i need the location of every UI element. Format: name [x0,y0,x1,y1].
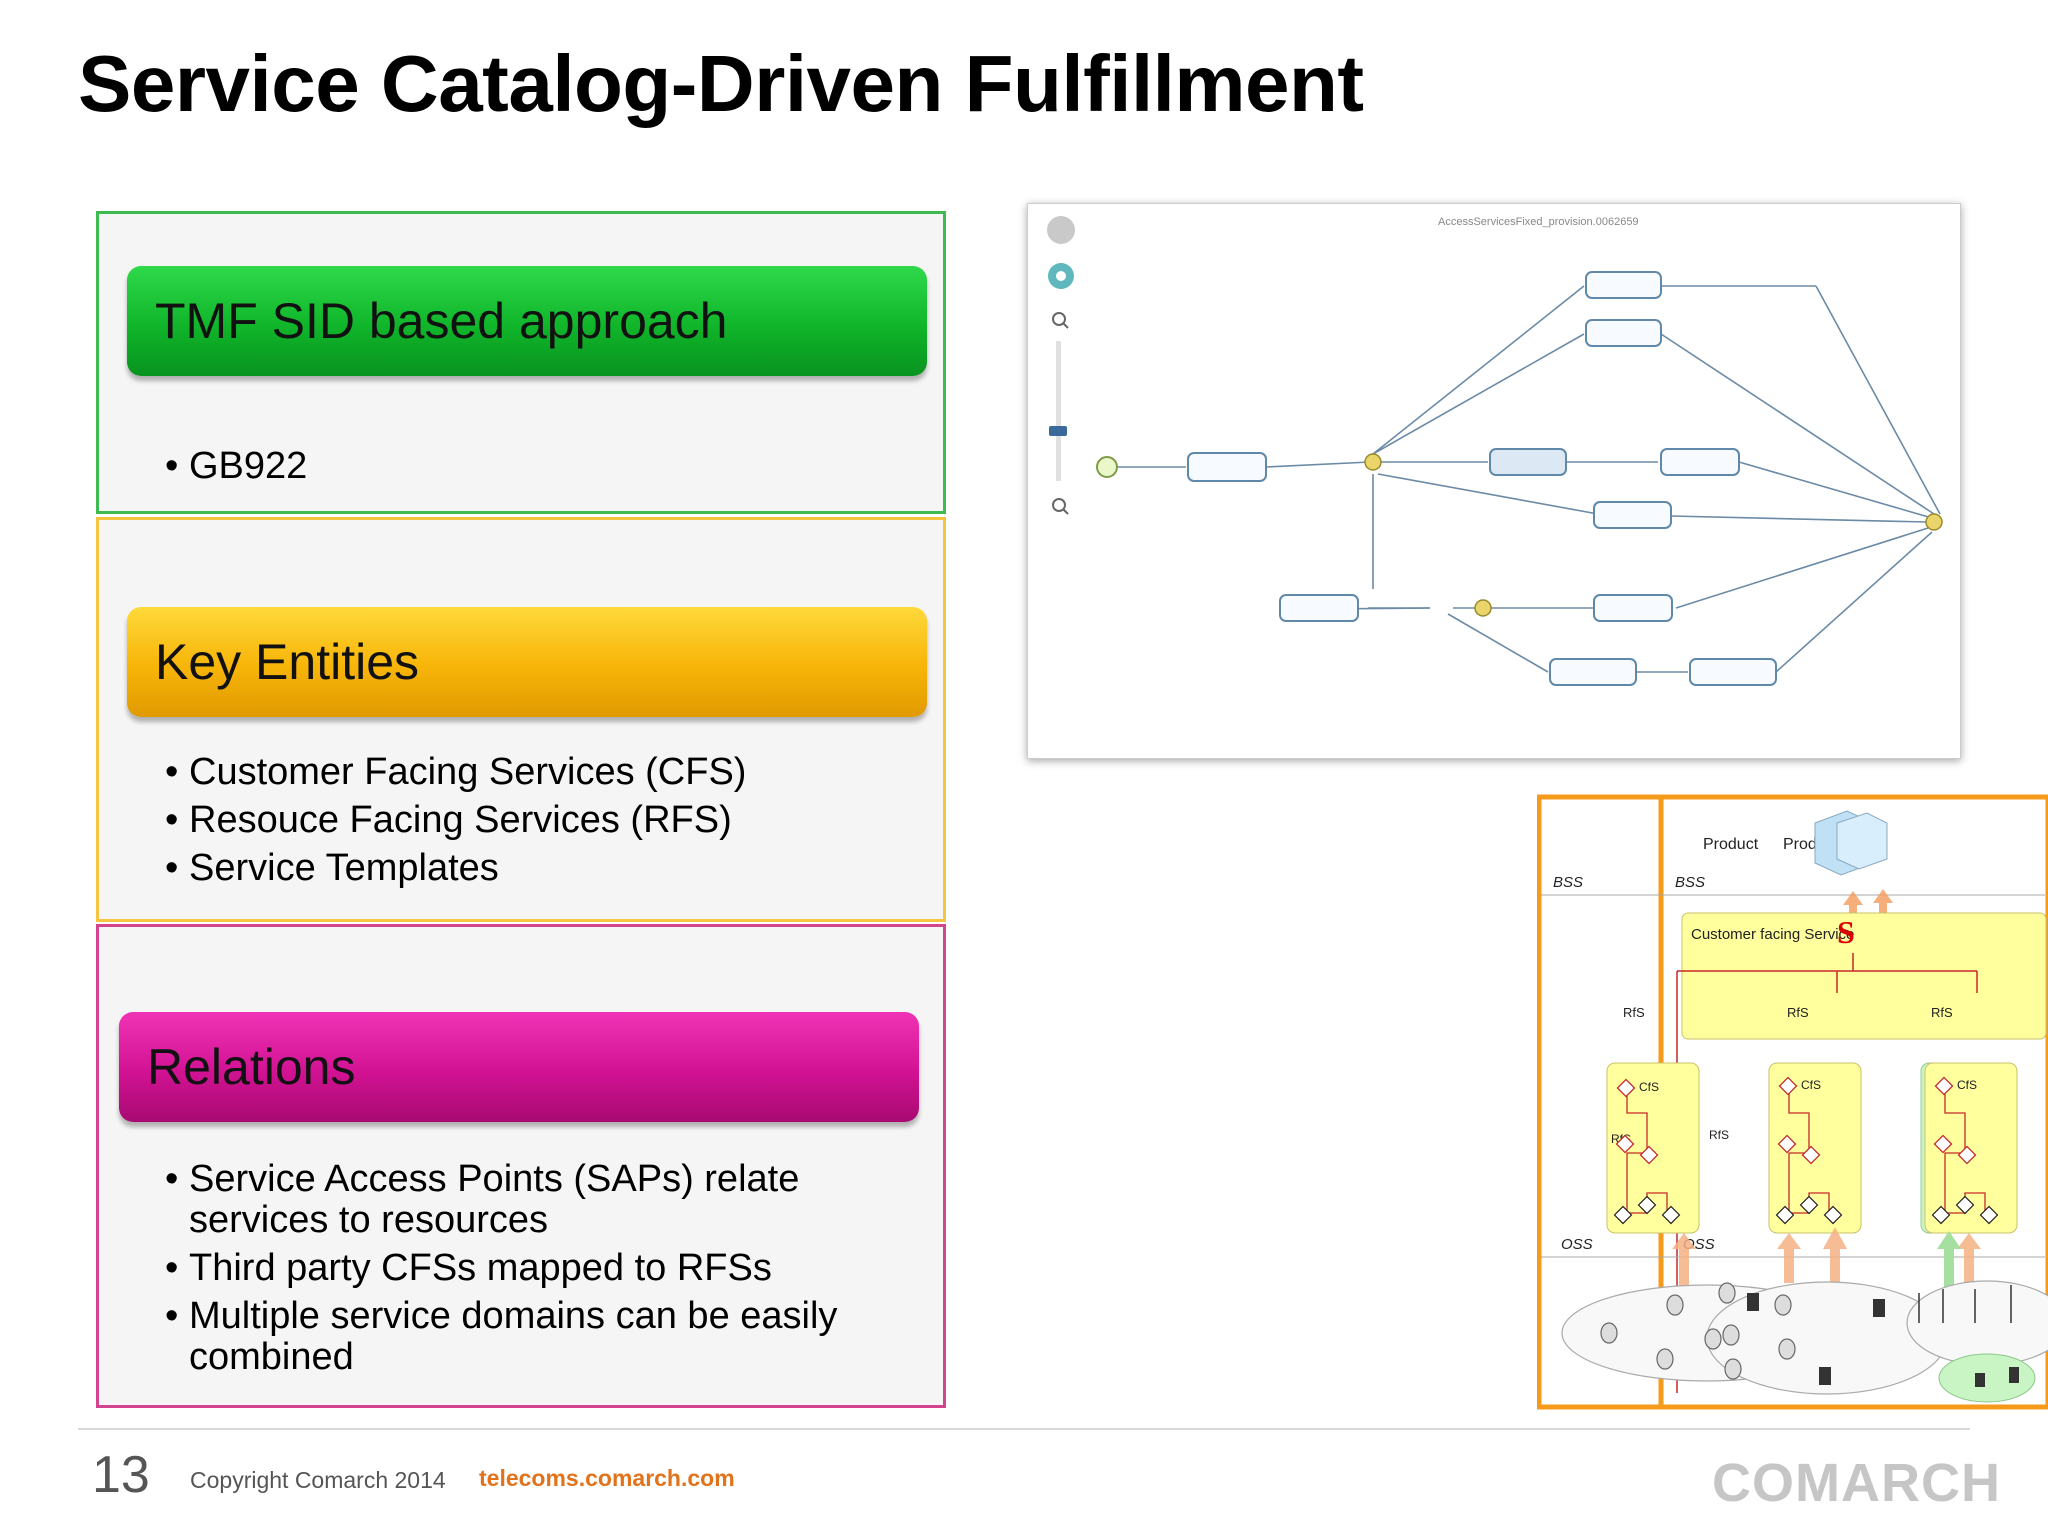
bullet-item: Customer Facing Services (CFS) [165,752,746,794]
slide-title: Service Catalog-Driven Fulfillment [78,39,1364,128]
collapse-icon[interactable] [1047,216,1075,244]
rfs-label-1: RfS [1623,1005,1645,1020]
green-up-arrow [1937,1231,1961,1333]
gateway-icons[interactable] [1364,453,1943,617]
bullet-list-tmf: GB922 [165,446,307,494]
cfs-label-3: CfS [1957,1078,1977,1092]
architecture-svg: Product Produ BSS BSS Customer facing Se… [1537,794,2048,1410]
router-icons [1600,1282,1796,1380]
panel-relations: Relations Service Access Points (SAPs) r… [96,924,946,1408]
heading-relations: Relations [119,1012,919,1122]
oss-label-1: OSS [1561,1236,1593,1253]
bullet-item: Multiple service domains can be easilyco… [165,1296,837,1378]
zoom-out-icon[interactable] [1052,498,1069,515]
cfs-label-1: CfS [1639,1080,1659,1094]
workflow-title: AccessServicesFixed_provision.0062659 [1438,216,1639,228]
cfs-box-label: Customer facing Service [1691,926,1854,943]
bullet-list-key-entities: Customer Facing Services (CFS) Resouce F… [165,752,746,896]
product-box-icon [1814,810,1888,876]
comarch-logo: COMARCH [1712,1453,2001,1513]
rfs-label-2: RfS [1787,1005,1809,1020]
bss-label-1: BSS [1553,874,1583,891]
cfs-box [1681,912,2047,1040]
product-label-1: Product [1703,836,1759,853]
website-link[interactable]: telecoms.comarch.com [479,1465,735,1491]
rfs-label-3: RfS [1931,1005,1953,1020]
bullet-item: Third party CFSs mapped to RFSs [165,1248,837,1290]
zoom-in-icon[interactable] [1052,312,1069,329]
up-arrows-top [1843,889,1893,917]
s-mark: S [1837,914,1855,950]
page-number: 13 [92,1446,150,1504]
bullet-list-relations: Service Access Points (SAPs) relateservi… [165,1159,837,1385]
s-diamond-nodes [1615,1076,1977,1165]
up-arrows-bottom [1672,1227,1981,1333]
server-icons [1747,1293,2019,1387]
workflow-connectors [1118,285,1941,673]
start-event[interactable] [1096,456,1118,478]
heading-tmf-sid: TMF SID based approach [127,266,927,376]
service-architecture-diagram: Product Produ BSS BSS Customer facing Se… [1537,793,2048,1411]
panel-key-entities: Key Entities Customer Facing Services (C… [96,517,946,922]
workflow-diagram: AccessServicesFixed_provision.0062659 [1047,216,1943,686]
rfs-label-sub-2: RfS [1709,1128,1729,1142]
panel-tmf-sid: TMF SID based approach GB922 [96,211,946,514]
zoom-slider-track[interactable] [1056,341,1061,481]
antenna-icons [1918,1285,2012,1323]
workflow-tasks[interactable] [1187,271,1777,686]
bullet-item: Service Access Points (SAPs) relateservi… [165,1159,837,1241]
green-cloud [1938,1353,2036,1403]
workflow-diagram-screenshot: AccessServicesFixed_provision.0062659 [1027,203,1961,759]
subtree-lines [1626,1083,1986,1214]
cfs-subbox-2 [1768,1062,1862,1234]
r-diamond-nodes [1613,1195,1999,1225]
cfs-subbox-1 [1606,1062,1700,1234]
zoom-slider-handle[interactable] [1049,426,1067,436]
bullet-item: GB922 [165,446,307,488]
cfs-subbox-3 [1924,1062,2018,1234]
bss-label-2: BSS [1675,874,1705,891]
bullet-item: Resouce Facing Services (RFS) [165,800,746,842]
home-icon-inner [1056,271,1066,281]
cfs-label-2: CfS [1801,1078,1821,1092]
heading-key-entities: Key Entities [127,607,927,717]
footer-divider [78,1428,1970,1430]
bullet-item: Service Templates [165,848,746,890]
copyright-text: Copyright Comarch 2014 [190,1467,446,1493]
